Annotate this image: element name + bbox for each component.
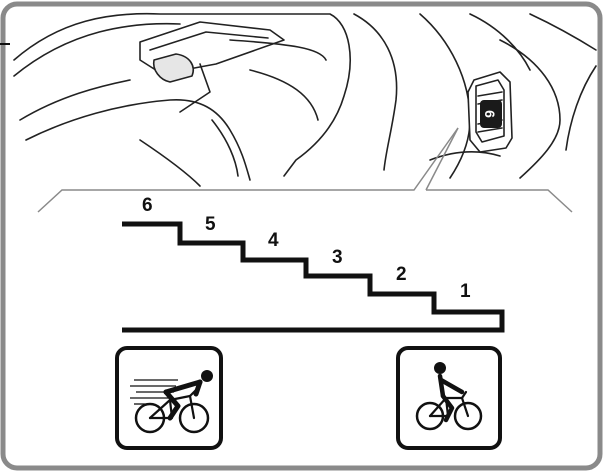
step-label-6: 6 (142, 195, 153, 216)
staircase-line (122, 221, 505, 333)
step-label-1: 1 (460, 281, 471, 302)
adjustment-dial: 6 (480, 100, 502, 128)
dial-number: 6 (482, 110, 498, 118)
step-label-4: 4 (268, 230, 279, 251)
step-label-2: 2 (396, 264, 407, 285)
step-label-5: 5 (205, 214, 216, 235)
staircase: 6 5 4 3 2 1 (122, 195, 505, 333)
callout-wedge (37, 127, 573, 213)
upright-cyclist-icon (396, 346, 502, 450)
step-label-3: 3 (332, 247, 343, 268)
sport-cyclist-icon (115, 346, 223, 450)
